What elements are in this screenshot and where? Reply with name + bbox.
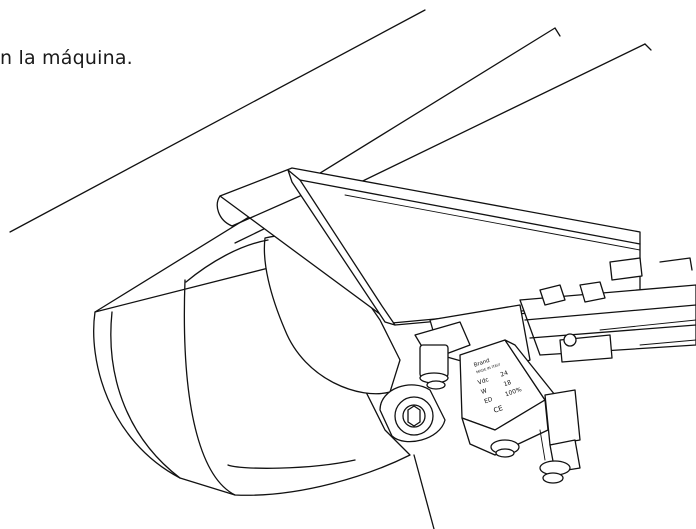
plate-key-w: W xyxy=(480,387,488,396)
ce-mark-icon: CE xyxy=(493,404,504,415)
drum-body xyxy=(93,234,411,496)
machinery-detail xyxy=(429,257,696,373)
plate-value-vdc: 24 xyxy=(500,369,510,378)
plate-brand: Brand xyxy=(473,358,490,369)
plate-key-vdc: Vdc xyxy=(477,376,490,386)
leader-line xyxy=(413,454,435,529)
caption-text: n la máquina. xyxy=(0,47,133,69)
plate-value-w: 18 xyxy=(503,379,513,388)
plate-key-ed: ED xyxy=(483,396,494,405)
valve-block xyxy=(379,321,486,443)
solenoid-coil: Brand MADE IN ITALY Vdc 24 W 18 ED 100% … xyxy=(459,339,581,484)
